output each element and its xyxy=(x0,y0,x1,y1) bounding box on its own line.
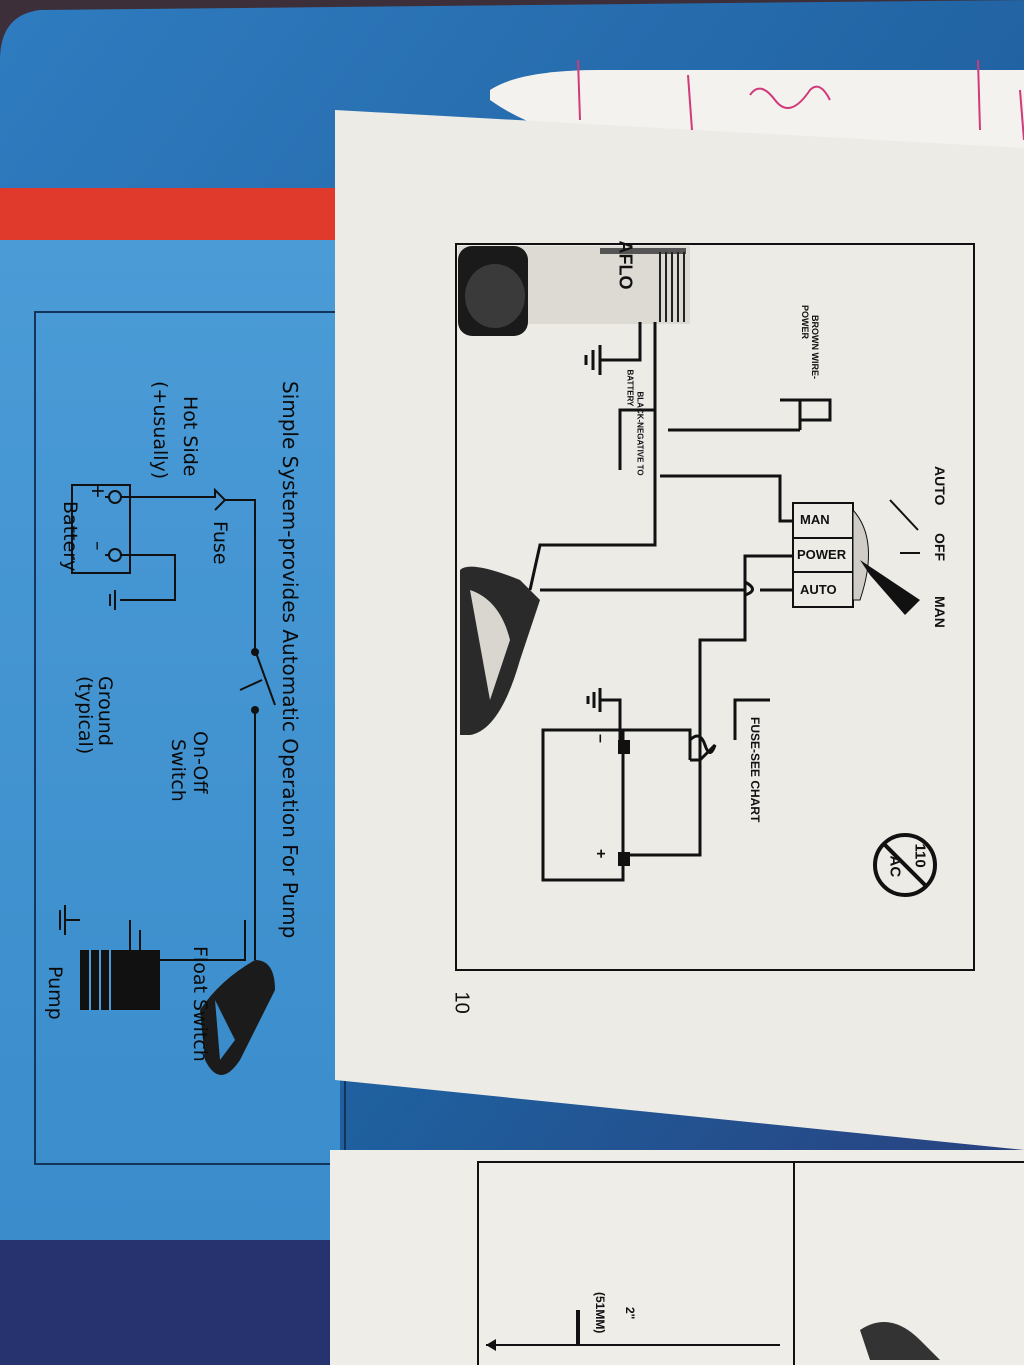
dimension-mm-label: (51MM) xyxy=(593,1292,607,1334)
switch-position-auto: AUTO xyxy=(932,466,948,506)
paper-battery-minus: – xyxy=(592,734,609,743)
float-switch-label: Float Switch xyxy=(189,946,211,1062)
fuse-chart-label: FUSE-SEE CHART xyxy=(748,717,762,823)
hot-side-note: (+usually) xyxy=(149,381,171,480)
battery-minus: – xyxy=(87,541,109,551)
brown-wire-label: BROWN WIRE- xyxy=(810,315,820,379)
fuse-label: Fuse xyxy=(209,521,231,565)
black-wire-label-2: BATTERY xyxy=(625,369,635,407)
black-wire-label: BLACK-NEGATIVE TO xyxy=(635,391,645,476)
dimension-label: 2" xyxy=(623,1307,637,1320)
blue-panel xyxy=(0,240,340,1240)
terminal-power: POWER xyxy=(797,547,847,562)
brown-wire-label-2: POWER xyxy=(800,305,810,340)
red-stripe xyxy=(0,188,340,240)
switch-position-off: OFF xyxy=(932,533,948,561)
terminal-auto: AUTO xyxy=(800,582,837,597)
pump-label: Pump xyxy=(44,966,66,1020)
diagram-sheet xyxy=(335,110,1024,1150)
terminal-man: MAN xyxy=(800,512,830,527)
on-off-label-1: On-Off xyxy=(189,731,211,794)
brand-fragment: AFLO xyxy=(615,240,636,290)
battery-plus: + xyxy=(87,483,109,499)
switch-position-man: MAN xyxy=(932,596,948,628)
ground-label: Ground xyxy=(94,676,116,746)
no-ac-110: 110 xyxy=(911,843,929,868)
battery-label: Battery xyxy=(59,501,81,572)
page-number: 10 xyxy=(450,991,473,1014)
ground-note: (typical) xyxy=(74,676,96,755)
no-ac-ac: AC xyxy=(886,855,904,878)
paper-battery-plus: + xyxy=(592,849,609,859)
blue-sheet-title: Simple System-provides Automatic Operati… xyxy=(278,381,302,939)
on-off-label-2: Switch xyxy=(167,739,189,802)
hot-side-label: Hot Side xyxy=(179,396,201,477)
